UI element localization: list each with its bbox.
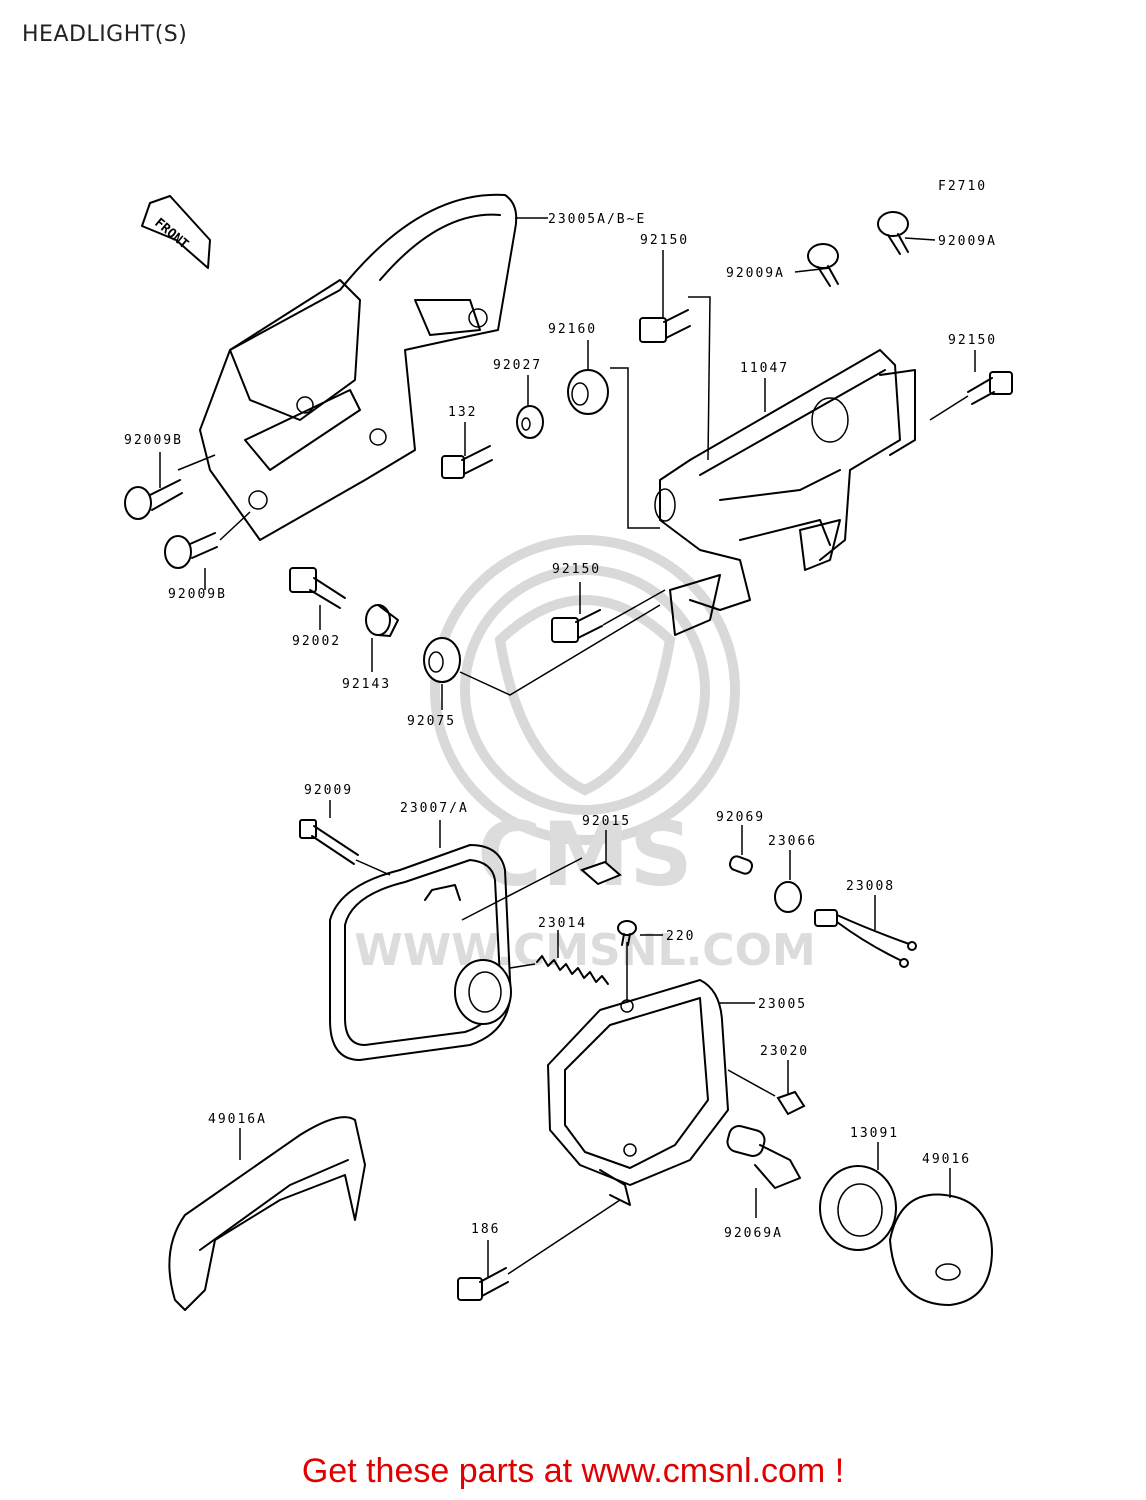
grommet-92160-icon	[567, 369, 609, 415]
screw-92009-icon	[299, 819, 359, 865]
headlight-housing-23005	[547, 979, 729, 1206]
label-220: 220	[666, 929, 695, 944]
screw-92009a-left-icon	[807, 243, 839, 287]
label-49016a: 49016A	[208, 1112, 267, 1127]
label-23020: 23020	[760, 1044, 809, 1059]
cover-13091-icon	[819, 1165, 897, 1251]
watermark: CMS WWW.CMSNL.COM	[354, 535, 816, 976]
front-label: FRONT	[151, 216, 191, 253]
bolt-92002-icon	[289, 567, 346, 609]
label-23007: 23007/A	[400, 801, 469, 816]
label-92150-top: 92150	[640, 233, 689, 248]
label-92143: 92143	[342, 677, 391, 692]
label-23066: 23066	[768, 834, 817, 849]
label-186: 186	[471, 1222, 500, 1237]
label-23005: 23005	[758, 997, 807, 1012]
bolt-92150-right-icon	[967, 371, 1013, 405]
screw-92009a-right-icon	[877, 211, 909, 255]
label-132: 132	[448, 405, 477, 420]
label-92009a-right: 92009A	[938, 234, 997, 249]
label-92002: 92002	[292, 634, 341, 649]
leader-lines	[159, 217, 976, 1278]
bulb-92069a-icon	[726, 1125, 801, 1189]
label-92069: 92069	[716, 810, 765, 825]
footer-link[interactable]: Get these parts at www.cmsnl.com !	[301, 1452, 845, 1490]
label-23008: 23008	[846, 879, 895, 894]
bulb-92069-icon	[728, 855, 754, 875]
bolt-92150-mid-icon	[551, 609, 603, 643]
screw-220-icon	[617, 920, 637, 946]
bolt-92150-top-icon	[639, 309, 691, 343]
socket-23008-icon	[814, 909, 917, 968]
collar-92143-icon	[365, 604, 399, 637]
page-title: HEADLIGHT(S)	[22, 22, 188, 47]
label-92150-mid: 92150	[552, 562, 601, 577]
label-92015: 92015	[582, 814, 631, 829]
bolt-92009b-upper-icon	[124, 479, 183, 520]
nut-23020-icon	[776, 1090, 806, 1116]
label-23005ab: 23005A/B~E	[548, 212, 646, 227]
label-92160: 92160	[548, 322, 597, 337]
label-92027: 92027	[493, 358, 542, 373]
cap-49016-icon	[888, 1193, 994, 1307]
grommet-92075-icon	[423, 637, 461, 683]
figure-code: F2710	[938, 179, 987, 194]
part-labels: 23005A/B~E 92009A 92009A 92150 92150 921…	[124, 212, 997, 1241]
grommet-23066-icon	[774, 881, 802, 913]
spring-23014-icon	[536, 955, 609, 985]
label-49016: 49016	[922, 1152, 971, 1167]
label-13091: 13091	[850, 1126, 899, 1141]
label-11047: 11047	[740, 361, 789, 376]
watermark-logo-text: CMS	[477, 803, 693, 906]
watermark-url-text: WWW.CMSNL.COM	[354, 925, 816, 976]
label-92009b-upper: 92009B	[124, 433, 183, 448]
label-23014: 23014	[538, 916, 587, 931]
collar-92027-icon	[516, 405, 544, 439]
headlight-cover-upper	[199, 193, 518, 541]
bolt-92009b-lower-icon	[164, 532, 218, 569]
clip-92015-icon	[580, 860, 622, 886]
label-92150-right: 92150	[948, 333, 997, 348]
label-92069a: 92069A	[724, 1226, 783, 1241]
front-arrow-icon: FRONT	[141, 195, 211, 269]
bolt-132-icon	[441, 445, 493, 479]
bolt-186-icon	[457, 1267, 509, 1301]
label-92009: 92009	[304, 783, 353, 798]
label-92009a-left: 92009A	[726, 266, 785, 281]
headlight-bracket-11047	[654, 349, 916, 636]
trim-49016a-icon	[168, 1116, 366, 1311]
headlight-unit-23007	[329, 844, 512, 1061]
label-92075: 92075	[407, 714, 456, 729]
label-92009b-lower: 92009B	[168, 587, 227, 602]
